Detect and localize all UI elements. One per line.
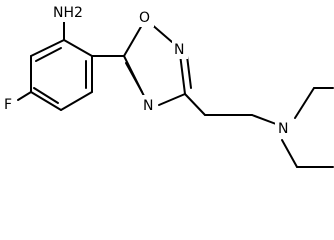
bond <box>251 114 277 125</box>
substituent-bonds <box>17 20 125 101</box>
ring-nitrogen-top-label: N <box>174 42 184 58</box>
atom-labels: NH2 F O N N N <box>2 2 293 138</box>
fluorine-label: F <box>4 97 12 113</box>
bond <box>281 139 298 168</box>
bond <box>125 62 143 93</box>
ring-oxygen-label: O <box>139 10 150 26</box>
ring-nitrogen-bottom-label: N <box>143 98 153 114</box>
bond <box>30 39 65 57</box>
bond <box>17 91 32 101</box>
bond <box>60 91 93 111</box>
bond <box>294 87 315 119</box>
bond <box>123 24 143 57</box>
bond <box>30 91 62 111</box>
benzene-ring <box>30 39 93 111</box>
amine-nitrogen-label: N <box>278 121 288 137</box>
diethylaminoethyl-chain <box>184 87 334 168</box>
bond <box>63 39 93 57</box>
bond <box>158 93 186 106</box>
bond <box>179 53 186 95</box>
bond <box>33 87 59 104</box>
bond <box>35 47 62 62</box>
bond <box>184 93 206 116</box>
chemical-structure-diagram: NH2 F O N N N <box>2 2 334 168</box>
oxadiazole-ring <box>123 22 192 106</box>
amine-label: NH2 <box>53 5 83 21</box>
